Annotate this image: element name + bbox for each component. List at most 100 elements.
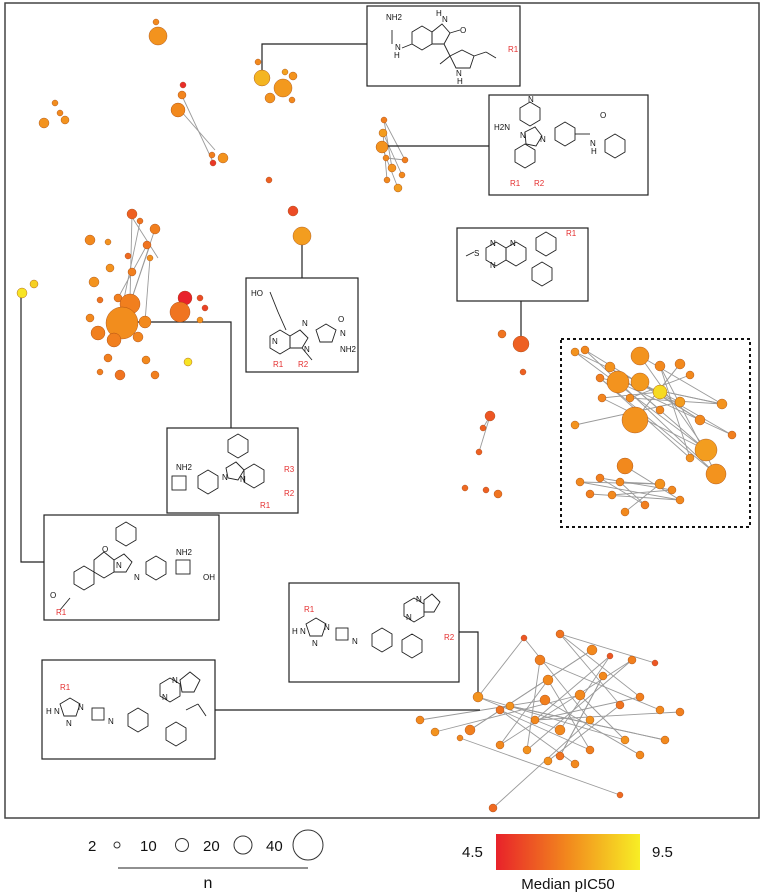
network-node <box>196 294 204 302</box>
network-nodes <box>16 18 737 813</box>
network-node <box>488 803 498 813</box>
network-node <box>585 489 595 499</box>
network-node <box>201 304 209 312</box>
network-node <box>430 727 440 737</box>
network-edge <box>419 699 546 721</box>
network-node <box>29 279 39 289</box>
mol-label: HO <box>251 289 263 298</box>
network-node <box>179 81 187 89</box>
network-node <box>482 486 490 494</box>
mol-label: N <box>222 473 228 482</box>
network-node <box>620 735 630 745</box>
mol-r-label: R2 <box>298 360 309 369</box>
structure-fused-oxazine: O N N NH2 OH O R1 <box>43 514 220 621</box>
network-node <box>495 740 505 750</box>
mol-label: O <box>600 111 606 120</box>
network-node <box>539 694 551 706</box>
color-legend-label: Median pIC50 <box>521 876 614 893</box>
network-node <box>570 759 580 769</box>
network-edge <box>534 711 681 721</box>
mol-r-label: R1 <box>304 605 315 614</box>
network-node <box>621 406 649 434</box>
network-edge <box>624 465 681 501</box>
network-node <box>555 751 565 761</box>
network-node <box>475 448 483 456</box>
network-node <box>265 176 273 184</box>
network-node <box>685 453 695 463</box>
network-node <box>104 238 112 246</box>
size-legend-circle <box>233 835 253 855</box>
network-edge <box>559 655 611 731</box>
network-edge <box>617 381 733 436</box>
structure-imidazopyridine-oxadiazole: HO N O N NH2 N N R1 R2 <box>245 277 359 373</box>
mol-label: N <box>540 135 546 144</box>
network-node <box>654 478 666 490</box>
structure-oxindole-pyrrole: NH2 O N H N H N H R1 <box>366 5 521 87</box>
mol-label: NH2 <box>340 345 357 354</box>
mol-label: N <box>590 139 596 148</box>
network-node <box>105 306 139 340</box>
network-node <box>674 358 686 370</box>
network-node <box>208 151 216 159</box>
network-node <box>148 26 168 46</box>
network-edge <box>659 365 691 459</box>
mol-label: NH2 <box>386 13 403 22</box>
network-node <box>472 691 484 703</box>
network-node <box>542 674 554 686</box>
network-edge <box>539 659 661 711</box>
network-edge <box>559 633 621 706</box>
mol-label: N <box>162 693 168 702</box>
mol-label: NH2 <box>176 548 193 557</box>
network-node <box>415 715 425 725</box>
mol-label: O <box>338 315 344 324</box>
network-node <box>461 484 469 492</box>
size-legend: 2 10 20 40 n <box>88 829 324 892</box>
mol-r-label: R1 <box>56 608 67 617</box>
mol-label: N <box>490 239 496 248</box>
network-edge <box>469 649 593 731</box>
network-edge <box>523 637 591 721</box>
network-edge <box>492 719 591 809</box>
network-edge <box>579 481 681 501</box>
network-node <box>456 734 464 742</box>
mol-label: N <box>302 319 308 328</box>
network-node <box>141 355 151 365</box>
network-node <box>606 370 630 394</box>
network-node <box>288 96 296 104</box>
network-edge <box>601 397 707 451</box>
mol-r-label: R2 <box>444 633 455 642</box>
structure-imidazopyridine-benzamide: N H2N N N N H O R1 R2 <box>488 94 649 196</box>
network-node <box>375 140 389 154</box>
mol-label: H <box>457 77 463 86</box>
network-node <box>16 287 28 299</box>
network-edge <box>559 633 641 698</box>
mol-label: N <box>352 637 358 646</box>
network-node <box>254 58 262 66</box>
network-node <box>378 128 388 138</box>
network-node <box>495 705 505 715</box>
network-node <box>493 489 503 499</box>
network-node <box>217 152 229 164</box>
network-edge <box>574 351 707 451</box>
network-node <box>575 477 585 487</box>
network-node <box>615 700 625 710</box>
network-node <box>106 332 122 348</box>
network-node <box>705 463 727 485</box>
network-edge <box>179 109 216 151</box>
network-node <box>512 335 530 353</box>
mol-r-label: R1 <box>510 179 521 188</box>
mol-label: N <box>456 69 462 78</box>
network-node <box>170 102 186 118</box>
network-node <box>127 267 137 277</box>
mol-label: N <box>134 573 140 582</box>
network-node <box>627 655 637 665</box>
network-node <box>142 240 152 250</box>
mol-label: H <box>436 9 442 18</box>
network-edge <box>383 119 406 161</box>
network-edge <box>499 709 591 751</box>
mol-r-label: R1 <box>60 683 71 692</box>
network-edge <box>383 119 393 169</box>
mol-label: N <box>116 561 122 570</box>
mol-label: N <box>442 15 448 24</box>
network-node <box>138 315 152 329</box>
